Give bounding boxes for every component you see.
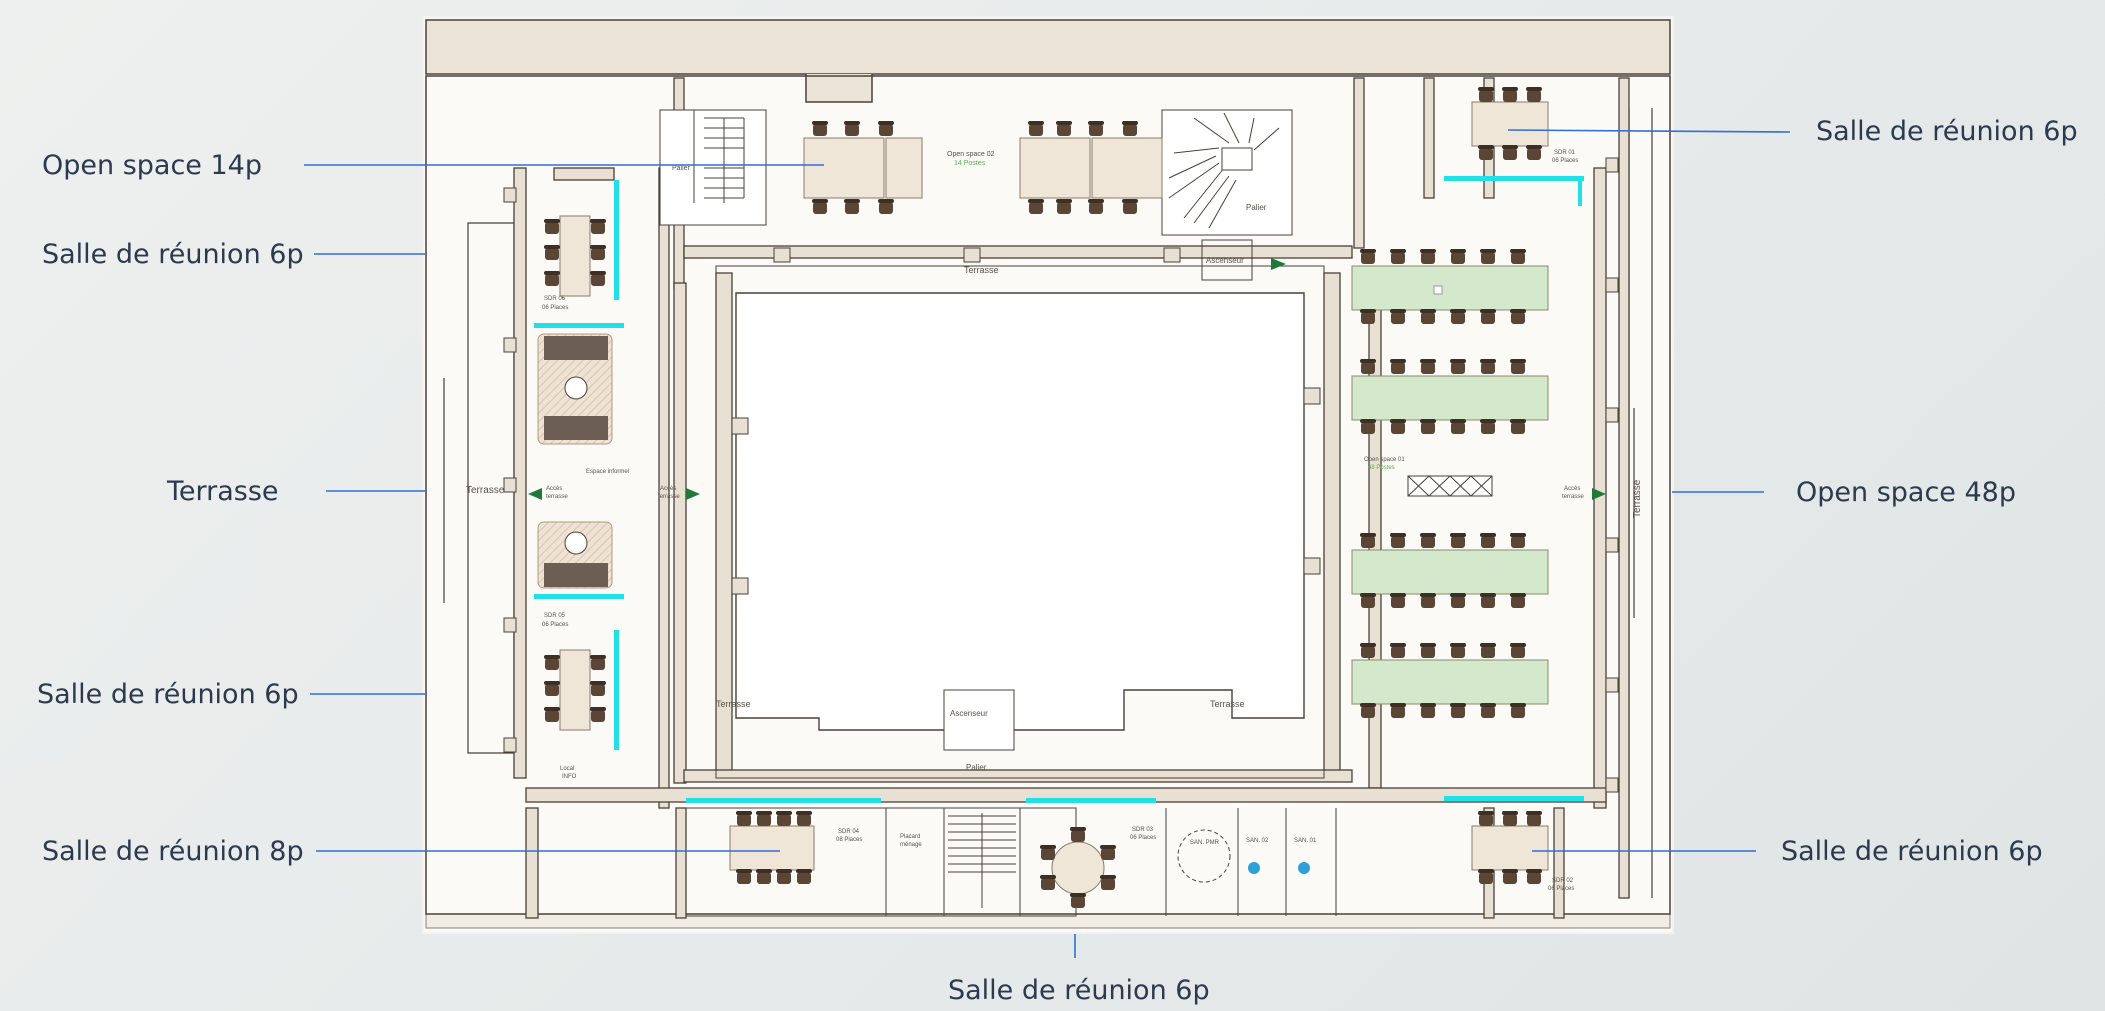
ascenseur-bottom-box: [943, 689, 1015, 751]
callout-open-space-48p: Open space 48p: [1796, 477, 2016, 508]
san-01: SAN. 01: [1294, 838, 1317, 844]
acces-terrasse-1a: Accès: [546, 486, 562, 492]
palier-left-label: Palier: [672, 165, 691, 172]
sdr-05-name: SDR 05: [544, 613, 566, 619]
open-space-01-label: Open space 01: [1364, 457, 1405, 463]
callout-open-space-14p: Open space 14p: [42, 150, 262, 181]
san-02: SAN. 02: [1246, 838, 1269, 844]
terrasse-court-left-label: Terrasse: [716, 699, 751, 709]
sdr-05: [534, 594, 624, 750]
access-arrow-right: [1592, 488, 1606, 500]
acces-terrasse-3b: terrasse: [1562, 494, 1584, 500]
courtyard-inner: [735, 292, 1305, 731]
terrasse-left-plan-label: Terrasse: [466, 485, 505, 496]
sdr-06-name: SDR 06: [544, 296, 566, 302]
callout-sdr-6p-bottom: Salle de réunion 6p: [948, 975, 1210, 1006]
stair-right: [1161, 109, 1293, 236]
outer-facade: [425, 75, 1671, 915]
sanitaires: [1177, 829, 1310, 883]
access-arrow-left: [528, 488, 542, 500]
floor-plan-drawing: Palier Palier Ascenseur Open space 02 14…: [425, 19, 1671, 929]
sdr-06-places: 06 Places: [542, 305, 568, 311]
placard-a: Placard: [900, 834, 920, 840]
palier-bottom-label: Palier: [966, 763, 987, 772]
sdr-02: [1444, 796, 1584, 884]
sdr-02-name: SDR 02: [1552, 878, 1574, 884]
sdr-05-places: 06 Places: [542, 622, 568, 628]
floor-plan: Palier Palier Ascenseur Open space 02 14…: [424, 18, 1672, 932]
pillars: [503, 157, 1619, 793]
palier-right-label: Palier: [1246, 203, 1267, 212]
terrasse-top-label: Terrasse: [964, 265, 999, 275]
sdr-04: [686, 798, 881, 884]
sdr-01-name: SDR 01: [1554, 150, 1576, 156]
ascenseur-top-box: [1201, 239, 1253, 281]
placard-b: ménage: [900, 842, 922, 848]
ascenseur-top-label: Ascenseur: [1206, 256, 1244, 265]
stair-left: [659, 109, 767, 226]
access-arrow-top-right: [1271, 258, 1286, 270]
open-space-02-places: 14 Postes: [954, 160, 986, 167]
top-roof-band: [425, 19, 1671, 75]
espace-informel-label: Espace informel: [586, 469, 629, 475]
open-space-01: [1351, 249, 1549, 718]
callout-sdr-8p: Salle de réunion 8p: [42, 836, 304, 867]
sdr-03-places: 06 Places: [1130, 835, 1156, 841]
espace-informel: [537, 333, 613, 589]
open-space-02-label: Open space 02: [947, 151, 995, 158]
callout-sdr-6p-top-right: Salle de réunion 6p: [1816, 116, 2078, 147]
sdr-02-places: 06 Places: [1548, 886, 1574, 892]
callout-sdr-6p-mid-left: Salle de réunion 6p: [37, 679, 299, 710]
ascenseur-bottom-label: Ascenseur: [950, 709, 988, 718]
sdr-03-name: SDR 03: [1132, 827, 1154, 833]
san-pmr: SAN. PMR: [1190, 840, 1220, 846]
callout-sdr-6p-bottom-right: Salle de réunion 6p: [1781, 836, 2043, 867]
local-info-b: INFO: [562, 774, 577, 780]
terrasse-court-right-label: Terrasse: [1210, 699, 1245, 709]
acces-terrasse-3a: Accès: [1564, 486, 1580, 492]
acces-terrasse-2b: terrasse: [658, 494, 680, 500]
access-arrow-left-inner: [686, 488, 700, 500]
local-info-a: Local: [560, 766, 574, 772]
callout-terrasse-left: Terrasse: [167, 476, 279, 507]
sdr-06: [534, 180, 624, 328]
sdr-04-name: SDR 04: [838, 829, 860, 835]
stair-bottom: [948, 813, 1016, 908]
top-notch: [805, 74, 873, 103]
acces-terrasse-1b: terrasse: [546, 494, 568, 500]
open-space-01-places: 48 Postes: [1368, 465, 1395, 471]
sdr-01: [1444, 87, 1584, 206]
acces-terrasse-2a: Accès: [660, 486, 676, 492]
sdr-01-places: 06 Places: [1552, 158, 1578, 164]
sdr-04-places: 08 Places: [836, 837, 862, 843]
terrasse-right-plan-label: Terrasse: [1632, 479, 1643, 518]
open-space-02: [803, 121, 1163, 214]
courtyard-outline: [715, 265, 1325, 779]
callout-sdr-6p-top-left: Salle de réunion 6p: [42, 239, 304, 270]
sdr-03: [1026, 798, 1156, 908]
